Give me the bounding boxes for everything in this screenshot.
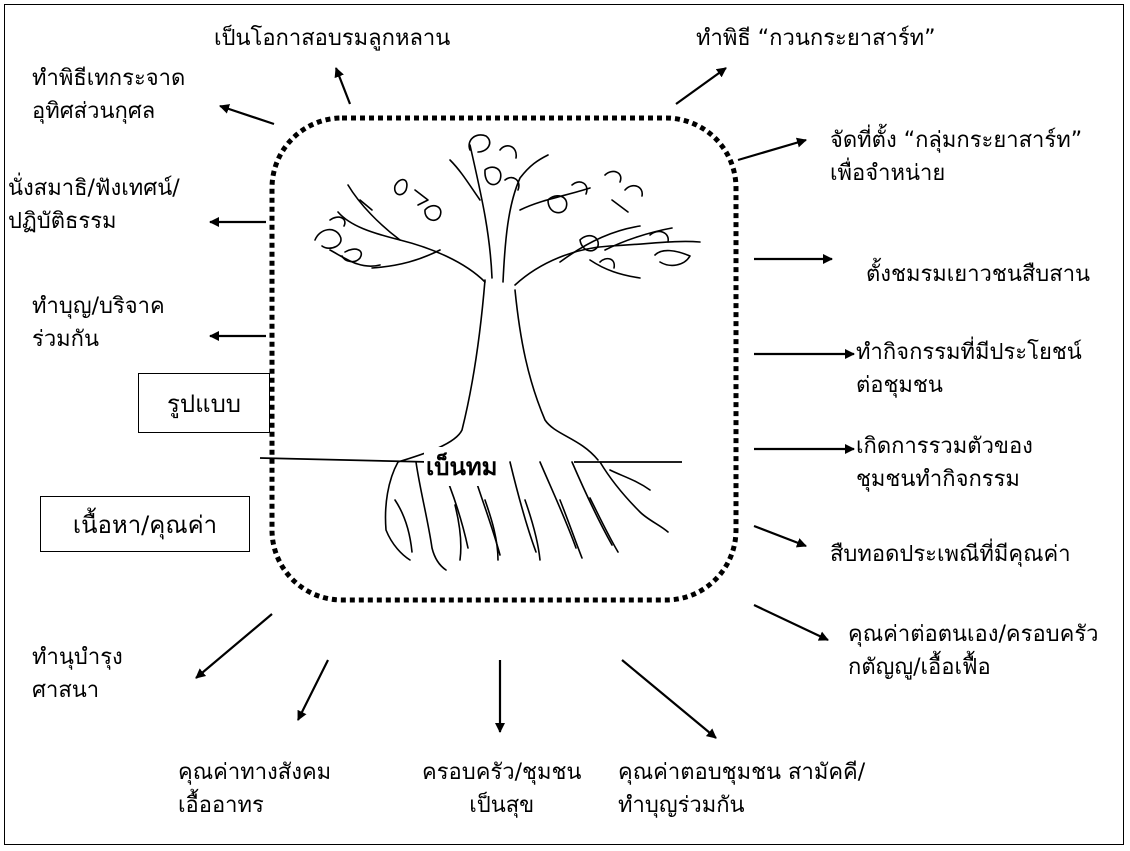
arrow-sale-group — [738, 140, 806, 160]
arrow-stir-ceremony — [676, 68, 726, 104]
dotted-boundary — [272, 118, 736, 600]
arrow-tradition — [754, 526, 806, 546]
arrow-grandchildren — [336, 68, 350, 104]
label-religion: ทำนุบำรุง ศาสนา — [32, 641, 123, 707]
arrow-merit-ceremony — [220, 106, 274, 124]
label-useful-activity: ทำกิจกรรมที่มีประโยชน์ ต่อชุมชน — [856, 336, 1082, 402]
label-social-value: คุณค่าทางสังคม เอื้ออาทร — [178, 756, 331, 822]
label-tradition: สืบทอดประเพณีที่มีคุณค่า — [830, 538, 1071, 571]
arrow-religion — [196, 614, 272, 678]
content-box: เนื้อหา/คุณค่า — [40, 496, 250, 552]
tree-icon — [315, 135, 700, 570]
label-sale-group: จัดที่ตั้ง “กลุ่มกระยาสาร์ท” เพื่อจำหน่า… — [830, 124, 1082, 190]
label-self-value: คุณค่าต่อตนเอง/ครอบครัว กตัญญู/เอื้อเฟื้… — [848, 618, 1099, 684]
arrow-self-value — [754, 605, 828, 640]
label-stir-ceremony: ทำพิธี “กวนกระยาสาร์ท” — [696, 22, 936, 55]
label-youth-club: ตั้งชมรมเยาวชนสืบสาน — [866, 258, 1090, 291]
label-community-value: คุณค่าตอบชุมชน สามัคคี/ ทำบุญร่วมกัน — [618, 756, 865, 822]
form-box: รูปแบบ — [138, 373, 270, 433]
center-label: เบ็นทม — [424, 447, 499, 486]
label-meditation: นั่งสมาธิ/ฟังเทศน์/ ปฏิบัติธรรม — [8, 172, 180, 238]
label-grandchildren: เป็นโอกาสอบรมลูกหลาน — [214, 22, 450, 55]
label-family-happy: ครอบครัว/ชุมชน เป็นสุข — [422, 756, 581, 822]
label-merit-ceremony: ทำพิธีเทกระจาด อุทิศส่วนกุศล — [32, 62, 185, 128]
label-gathering: เกิดการรวมตัวของ ชุมชนทำกิจกรรม — [856, 430, 1033, 496]
arrow-social-value — [298, 660, 328, 720]
arrow-community-value — [622, 660, 716, 738]
arrows — [196, 68, 854, 738]
label-donation: ทำบุญ/บริจาค ร่วมกัน — [32, 290, 165, 356]
